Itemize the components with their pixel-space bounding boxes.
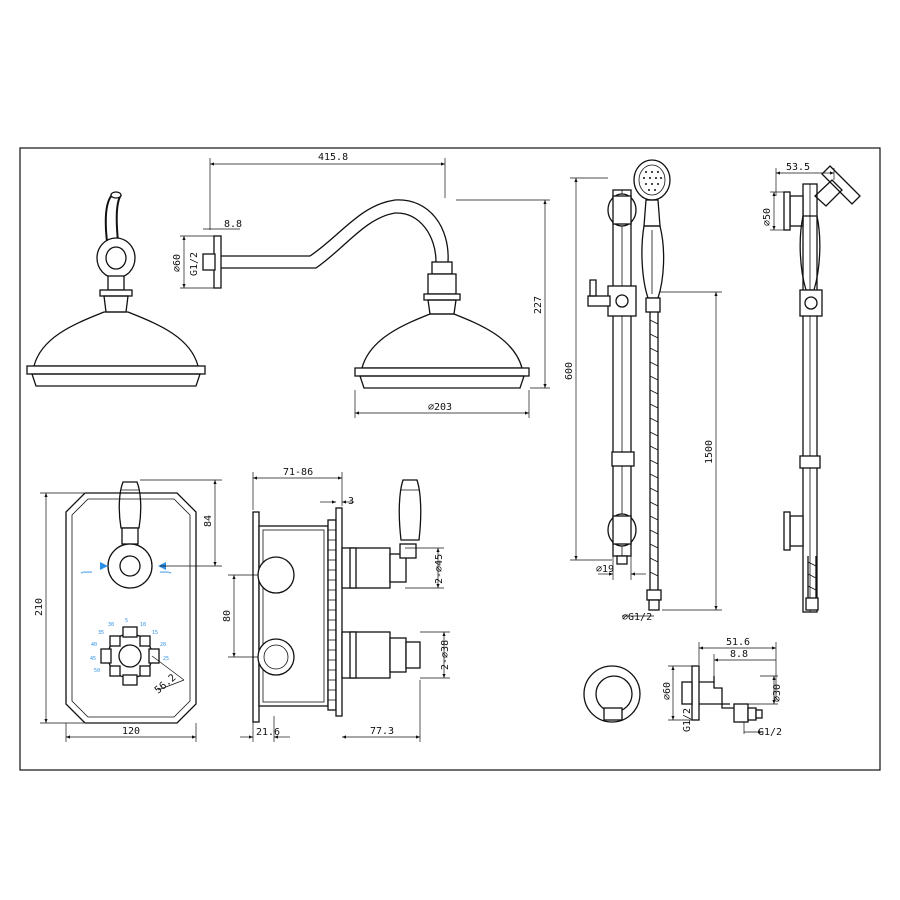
dial-label: 50 bbox=[94, 668, 100, 674]
dial-label: 10 bbox=[140, 622, 146, 628]
dim-hose-length: 1500 bbox=[704, 440, 715, 464]
dim-plate-top: 84 bbox=[203, 515, 214, 527]
dim-outlet-offset: 8.8 bbox=[730, 649, 748, 660]
dim-arm-length: 415.8 bbox=[318, 152, 348, 163]
dim-upper-dia: 2-⌀45 bbox=[434, 554, 445, 584]
svg-text:═══▸: ═══▸ bbox=[159, 570, 172, 576]
shower-arm-side-view bbox=[202, 199, 530, 389]
slide-rail-side-view bbox=[783, 165, 861, 613]
wall-outlet-side bbox=[681, 665, 763, 723]
rail-dimensions: 600 1500 ⌀19 ⌀G1/2 bbox=[564, 177, 722, 623]
dial-label: 35 bbox=[98, 630, 104, 636]
dim-cover-gap: 3 bbox=[348, 496, 354, 507]
dim-rail-dia: ⌀19 bbox=[596, 564, 614, 575]
dial-label: 25 bbox=[163, 656, 169, 662]
dim-hose-thread: ⌀G1/2 bbox=[622, 612, 652, 623]
dim-projection: 77.3 bbox=[370, 726, 394, 737]
thread-lines bbox=[328, 529, 336, 701]
dim-head-height: 227 bbox=[533, 296, 544, 314]
dim-inlet-thread: G1/2 bbox=[189, 252, 200, 276]
dim-plate-height: 210 bbox=[34, 598, 45, 616]
side-rail-dimensions: 53.5 ⌀50 bbox=[762, 162, 835, 231]
slide-rail-front-view bbox=[587, 159, 671, 611]
dial-labels: 5 10 15 20 25 30 35 40 45 50 bbox=[90, 618, 169, 674]
dim-valve-depth: 71-86 bbox=[283, 467, 313, 478]
dial-label: 5 bbox=[125, 618, 128, 624]
drawing-frame bbox=[19, 147, 881, 771]
valve-dimensions: 71-86 3 2-⌀45 80 2-⌀38 21.6 77.3 bbox=[222, 467, 451, 742]
dial-label: 30 bbox=[108, 622, 114, 628]
dial-label: 20 bbox=[160, 642, 166, 648]
dim-outlet-thread: G1/2 bbox=[758, 727, 782, 738]
dim-flange-dia: ⌀60 bbox=[172, 254, 183, 272]
dim-lower-dia: 2-⌀38 bbox=[440, 640, 451, 670]
dim-outlet-flange: ⌀60 bbox=[662, 682, 673, 700]
hose-coil bbox=[649, 319, 659, 577]
dim-head-dia: ⌀203 bbox=[428, 402, 452, 413]
svg-text:◂═══: ◂═══ bbox=[80, 570, 93, 576]
dim-rail-length: 600 bbox=[564, 362, 575, 380]
dim-bracket-dia: ⌀50 bbox=[762, 208, 773, 226]
plate-dimensions: 84 210 120 56.2 bbox=[34, 479, 222, 742]
dim-outlet-depth: 51.6 bbox=[726, 637, 750, 648]
valve-side-section bbox=[252, 479, 422, 723]
dial-label: 45 bbox=[90, 656, 96, 662]
dim-bracket-offset: 53.5 bbox=[786, 162, 810, 173]
wall-outlet-front bbox=[583, 665, 641, 723]
arm-dimensions: 415.8 8.8 ⌀60 G1/2 227 ⌀203 bbox=[172, 152, 550, 418]
dim-control-radius: 56.2 bbox=[153, 672, 179, 696]
dim-plate-width: 120 bbox=[122, 726, 140, 737]
dim-outlet-inlet: G1/2 bbox=[682, 708, 693, 732]
shower-head-front-view bbox=[26, 191, 206, 387]
outlet-dimensions: 51.6 8.8 ⌀60 G1/2 ⌀30 G1/2 bbox=[662, 637, 783, 738]
dim-spacing: 80 bbox=[222, 610, 233, 622]
dial-label: 40 bbox=[91, 642, 97, 648]
dim-outlet-dia: ⌀30 bbox=[772, 684, 783, 702]
valve-front-plate: ◂═══ ═══▸ bbox=[65, 481, 197, 724]
dial-label: 15 bbox=[152, 630, 158, 636]
dim-wall-depth: 21.6 bbox=[256, 727, 280, 738]
dim-wall-offset: 8.8 bbox=[224, 219, 242, 230]
spray-dots bbox=[643, 171, 662, 191]
